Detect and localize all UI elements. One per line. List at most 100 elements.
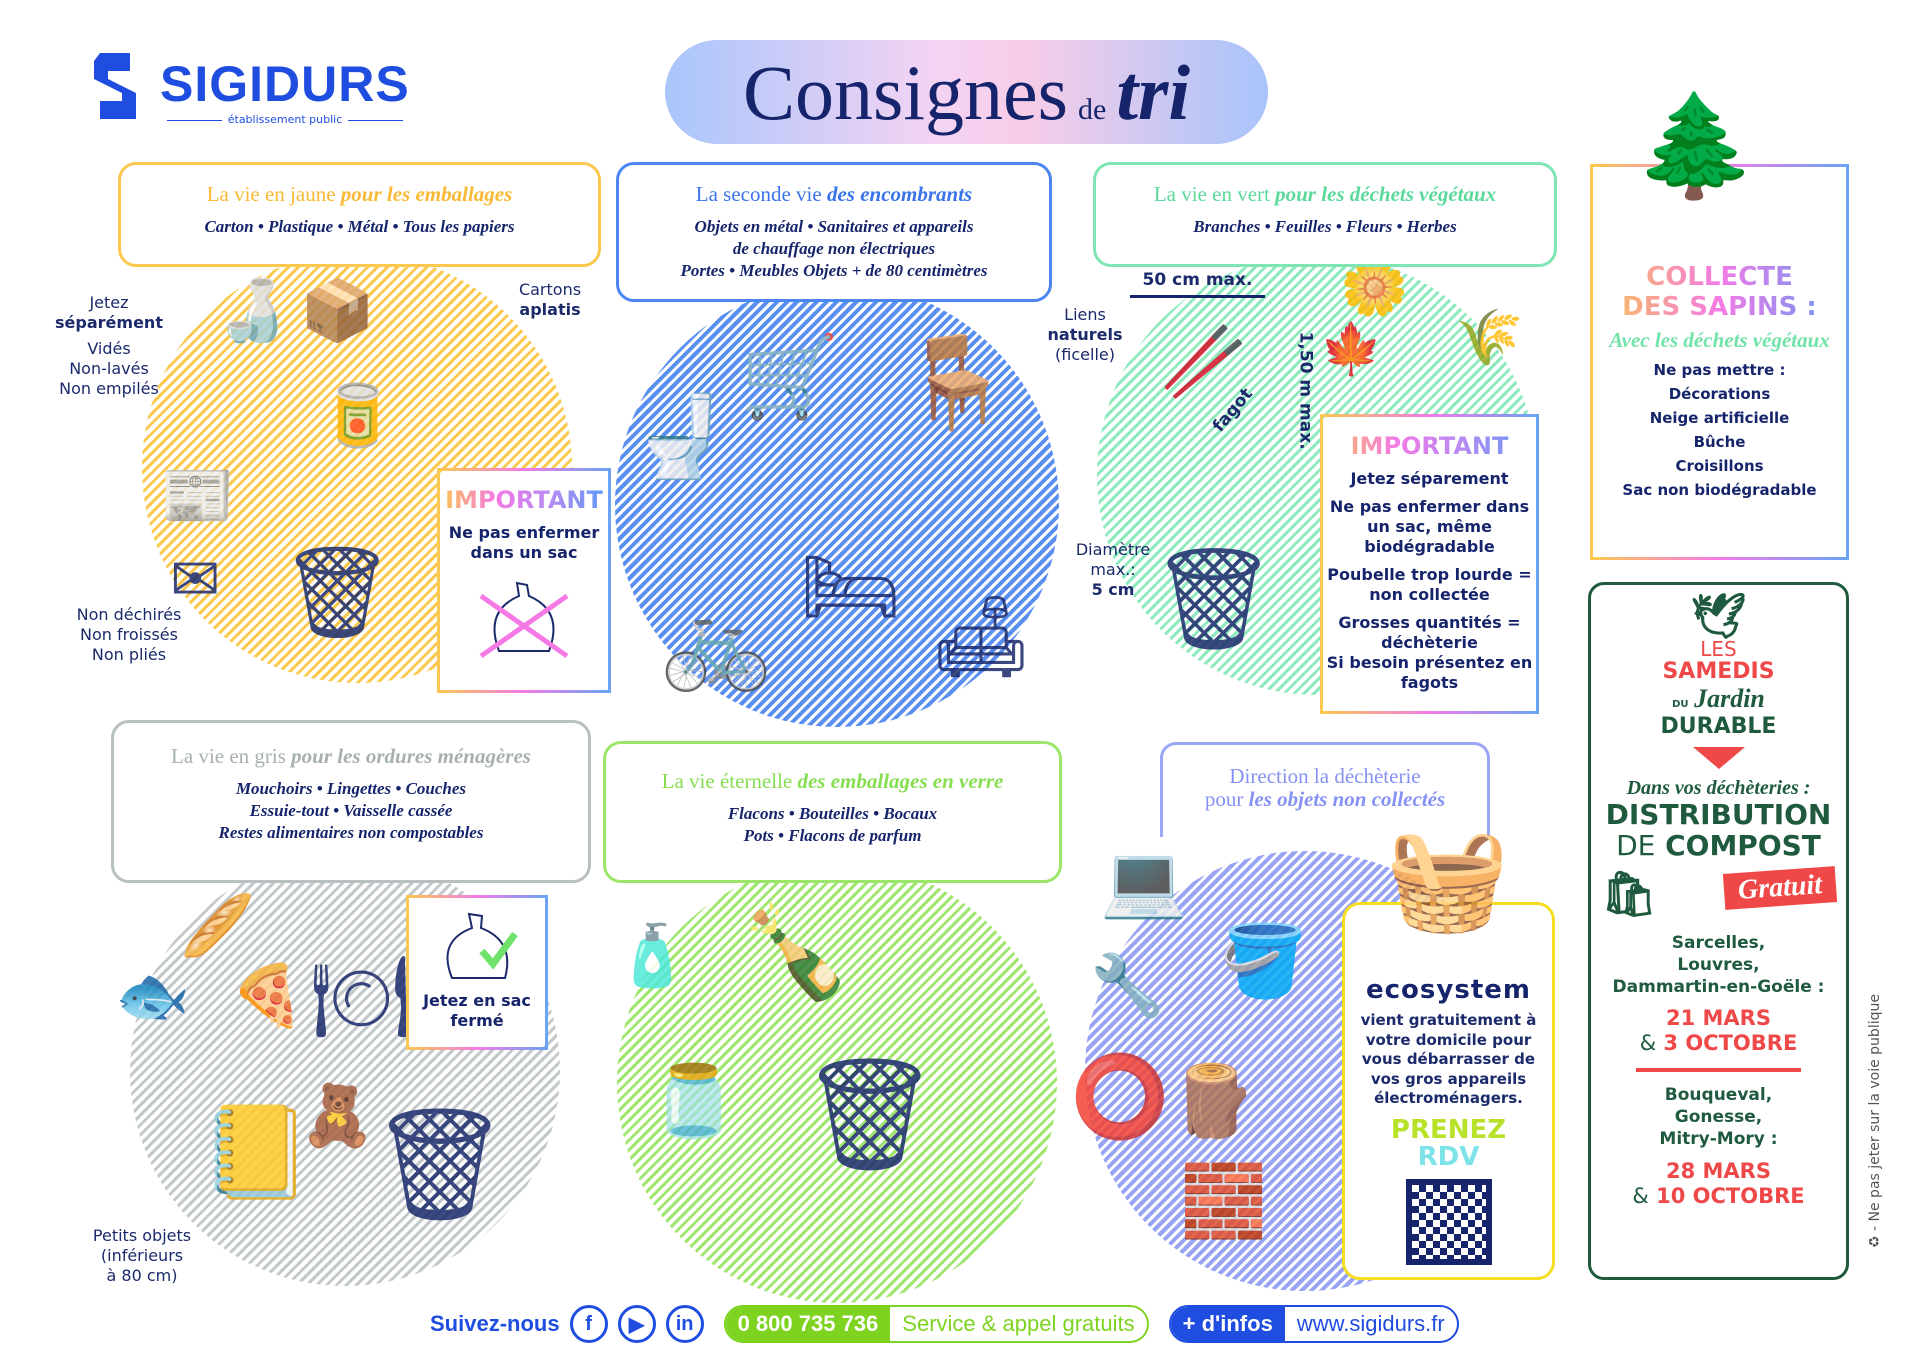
grey-section-header: La vie en gris pour les ordures ménagère… [111, 720, 591, 883]
doll-icon: 🧸 [300, 1081, 375, 1151]
gratuit-badge: Gratuit [1722, 865, 1838, 910]
glass-item-line: Pots • Flacons de parfum [743, 826, 922, 846]
date: 28 MARS [1666, 1158, 1771, 1183]
ecosystem-text: vient gratuitement à votre domicile pour… [1360, 1011, 1537, 1107]
yellow-important-box: IMPORTANT Ne pas enfermer dans un sac [437, 468, 611, 693]
broken-laptop-icon: 💻 [1100, 840, 1188, 922]
glass-title-bold: des emballages en verre [797, 769, 1004, 793]
yellow-section-header: La vie en jaune pour les emballages Cart… [118, 162, 601, 267]
branches-bundle-icon: 🥢 [1160, 320, 1248, 402]
bread-icon: 🥖 [180, 891, 255, 961]
city: Bouqueval, [1664, 1085, 1773, 1106]
youtube-icon[interactable]: ▶ [617, 1305, 656, 1343]
sapins-title: COLLECTE [1646, 262, 1793, 292]
title-tri: tri [1116, 49, 1191, 136]
qr-code[interactable] [1405, 1179, 1492, 1266]
samedis-durable: DURABLE [1660, 714, 1777, 739]
city: Gonesse, [1674, 1107, 1763, 1128]
yellow-items: Carton • Plastique • Métal • Tous les pa… [204, 217, 515, 237]
logo-name: SIGIDURS [160, 56, 410, 112]
blue-section-header: La seconde vie des encombrants Objets en… [616, 162, 1052, 302]
facebook-icon[interactable]: f [569, 1305, 608, 1343]
paint-bucket-icon: 🪣 [1220, 920, 1308, 1002]
glass-title-plain: La vie éternelle [661, 769, 798, 793]
blue-title-plain: La seconde vie [695, 182, 827, 206]
broken-plate-icon: 🍽 [310, 950, 412, 1043]
important-line: Grosses quantités = déchèterie [1338, 613, 1521, 652]
grey-item-line: Restes alimentaires non compostables [218, 823, 484, 843]
blue-circle [615, 283, 1059, 727]
leaves-icon: 🍁 [1320, 320, 1383, 378]
sapins-subtitle: Avec les déchets végétaux [1609, 327, 1830, 352]
sapins-item: Sac non biodégradable [1622, 480, 1817, 499]
can-icon: 🥫 [320, 381, 395, 451]
title-consignes: Consignes [742, 49, 1068, 136]
important-text: Ne pas enfermer dans un sac [448, 523, 600, 562]
bird-leaf-icon: 🕊 [1690, 591, 1747, 642]
binder-icon: 📒 [200, 1100, 313, 1205]
glass-section-header: La vie éternelle des emballages en verre… [603, 741, 1062, 883]
blue-item-line: Objets en métal • Sanitaires et appareil… [694, 217, 974, 237]
samedis-jardin: Jardin [1694, 684, 1765, 713]
infos-pill[interactable]: + d'infos www.sigidurs.fr [1168, 1305, 1459, 1343]
date: 21 MARS [1666, 1005, 1771, 1030]
samedis-title: SAMEDIS [1662, 659, 1775, 684]
important-heading: IMPORTANT [1323, 431, 1536, 461]
divider [1636, 1068, 1801, 1073]
website-link[interactable]: www.sigidurs.fr [1296, 1311, 1445, 1336]
phone-pill[interactable]: 0 800 735 736 Service & appel gratuits [723, 1305, 1149, 1343]
recycle-person-icon: ♻ [1867, 1230, 1883, 1248]
city: Louvres, [1677, 954, 1760, 975]
date: 10 OCTOBRE [1656, 1183, 1805, 1208]
green-bin-icon: 🗑 [1150, 540, 1277, 657]
phone-number[interactable]: 0 800 735 736 [725, 1307, 891, 1341]
sapins-item: Décorations [1668, 384, 1771, 403]
chair-icon: 🪑 [900, 330, 1013, 435]
green-title-bold: pour les déchets végétaux [1275, 182, 1497, 206]
prenez-label: PRENEZ [1390, 1114, 1507, 1145]
sapins-title: DES SAPINS : [1622, 291, 1817, 322]
bag-note-text: Jetez en sac fermé [423, 991, 531, 1030]
blue-title-bold: des encombrants [826, 182, 973, 206]
dechetterie-title-line1: Direction la déchèterie [1229, 764, 1421, 788]
city: Dammartin-en-Goële : [1612, 976, 1825, 997]
green-items: Branches • Feuilles • Fleurs • Herbes [1193, 217, 1457, 237]
bottles-icon: 🍾 [740, 900, 853, 1005]
sapins-item: Bûche [1693, 432, 1746, 451]
stroller-icon: 🛒 [740, 330, 840, 423]
sapins-item: Neige artificielle [1649, 408, 1790, 427]
important-heading: IMPORTANT [440, 485, 608, 515]
sigidurs-logo-icon [94, 53, 136, 119]
bicycle-icon: 🚲 [660, 590, 773, 695]
infos-label: + d'infos [1170, 1307, 1285, 1341]
amp: & [1632, 1183, 1649, 1208]
sapins-item: Croisillons [1675, 456, 1764, 475]
samedis-dans: Dans vos déchèteries : [1626, 777, 1811, 799]
linkedin-icon[interactable]: in [665, 1305, 704, 1343]
stump-icon: 🪵 [1170, 1060, 1258, 1142]
footer: Suivez-nous f ▶ in 0 800 735 736 Service… [430, 1304, 1459, 1344]
city: Sarcelles, [1671, 932, 1766, 953]
glass-item-line: Flacons • Bouteilles • Bocaux [727, 804, 938, 824]
toilet-icon: 🚽 [630, 390, 730, 483]
samedis-compost: COMPOST [1665, 828, 1821, 862]
drill-icon: 🔧 [1090, 951, 1165, 1021]
samedis-box: 🕊 LES SAMEDIS DU Jardin DURABLE Dans vos… [1588, 582, 1849, 1280]
yellow-title-bold: pour les emballages [340, 182, 513, 206]
side-note: ♻ - Ne pas jeter sur la voie publique [1867, 988, 1883, 1248]
important-line: Poubelle trop lourde = non collectée [1327, 565, 1532, 604]
side-note-text: - Ne pas jeter sur la voie publique [1867, 994, 1883, 1231]
dechetterie-title-bold: les objets non collectés [1248, 787, 1446, 812]
tire-icon: ⭕ [1070, 1050, 1170, 1143]
mattress-icon: 🛏 [800, 540, 902, 633]
phone-note: Service & appel gratuits [902, 1311, 1135, 1336]
compost-bag-icon: 🛍 [1601, 868, 1657, 920]
fish-bone-icon: 🐟 [115, 961, 190, 1031]
